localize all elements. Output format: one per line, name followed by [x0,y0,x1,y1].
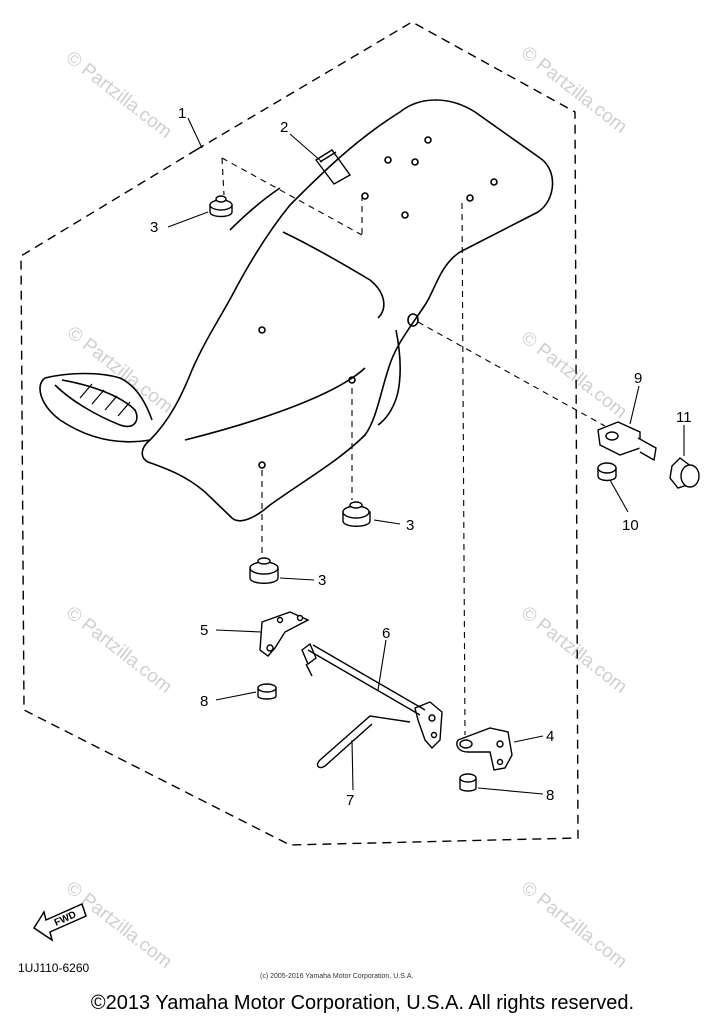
part-label-11: 11 [676,409,692,426]
forward-arrow-icon [32,902,87,942]
part-label-9: 9 [634,370,642,387]
lock-rod [301,642,443,750]
part-label-8-left: 8 [200,693,208,710]
part-label-8-right: 8 [546,787,554,804]
copyright-notice: ©2013 Yamaha Motor Corporation, U.S.A. A… [90,992,635,1014]
bracket-4 [456,727,513,771]
diagram-code: 1UJ110-6260 [18,961,89,975]
watermark-mid-left: © Partzilla.com [63,322,177,417]
lock-nut [597,462,617,482]
watermark-bottom-right: © Partzilla.com [517,877,631,972]
leader-lines [167,117,685,795]
watermark-lower-right: © Partzilla.com [517,602,631,697]
guide-lines [221,157,606,736]
part-label-3-top: 3 [150,219,158,236]
seat-illustration [39,99,554,522]
part-label-3-bottom: 3 [318,572,326,589]
watermark-top-left: © Partzilla.com [62,47,176,142]
part-labels: 1 2 3 3 3 4 5 6 7 8 8 9 10 11 [150,105,692,809]
seat-emblem [314,149,352,185]
bolts [257,683,477,792]
small-copyright: (c) 2005-2016 Yamaha Motor Corporation, … [260,973,413,980]
lock-cable [316,715,411,769]
watermark-bottom-left: © Partzilla.com [62,877,176,972]
seat-lock [597,421,657,462]
part-label-4: 4 [546,728,554,745]
forward-arrow: FWD [32,902,87,942]
assembly-boundary [20,21,579,846]
part-label-1: 1 [178,105,186,122]
lock-cap [669,457,700,489]
part-label-6: 6 [382,625,390,642]
part-label-5: 5 [200,622,208,639]
watermark-lower-left: © Partzilla.com [62,602,176,697]
part-label-7: 7 [346,792,354,809]
bracket-5 [259,611,310,657]
part-label-10: 10 [622,517,639,534]
damper-rubbers [209,195,371,584]
part-label-2: 2 [280,119,288,136]
part-label-3-middle: 3 [406,517,414,534]
